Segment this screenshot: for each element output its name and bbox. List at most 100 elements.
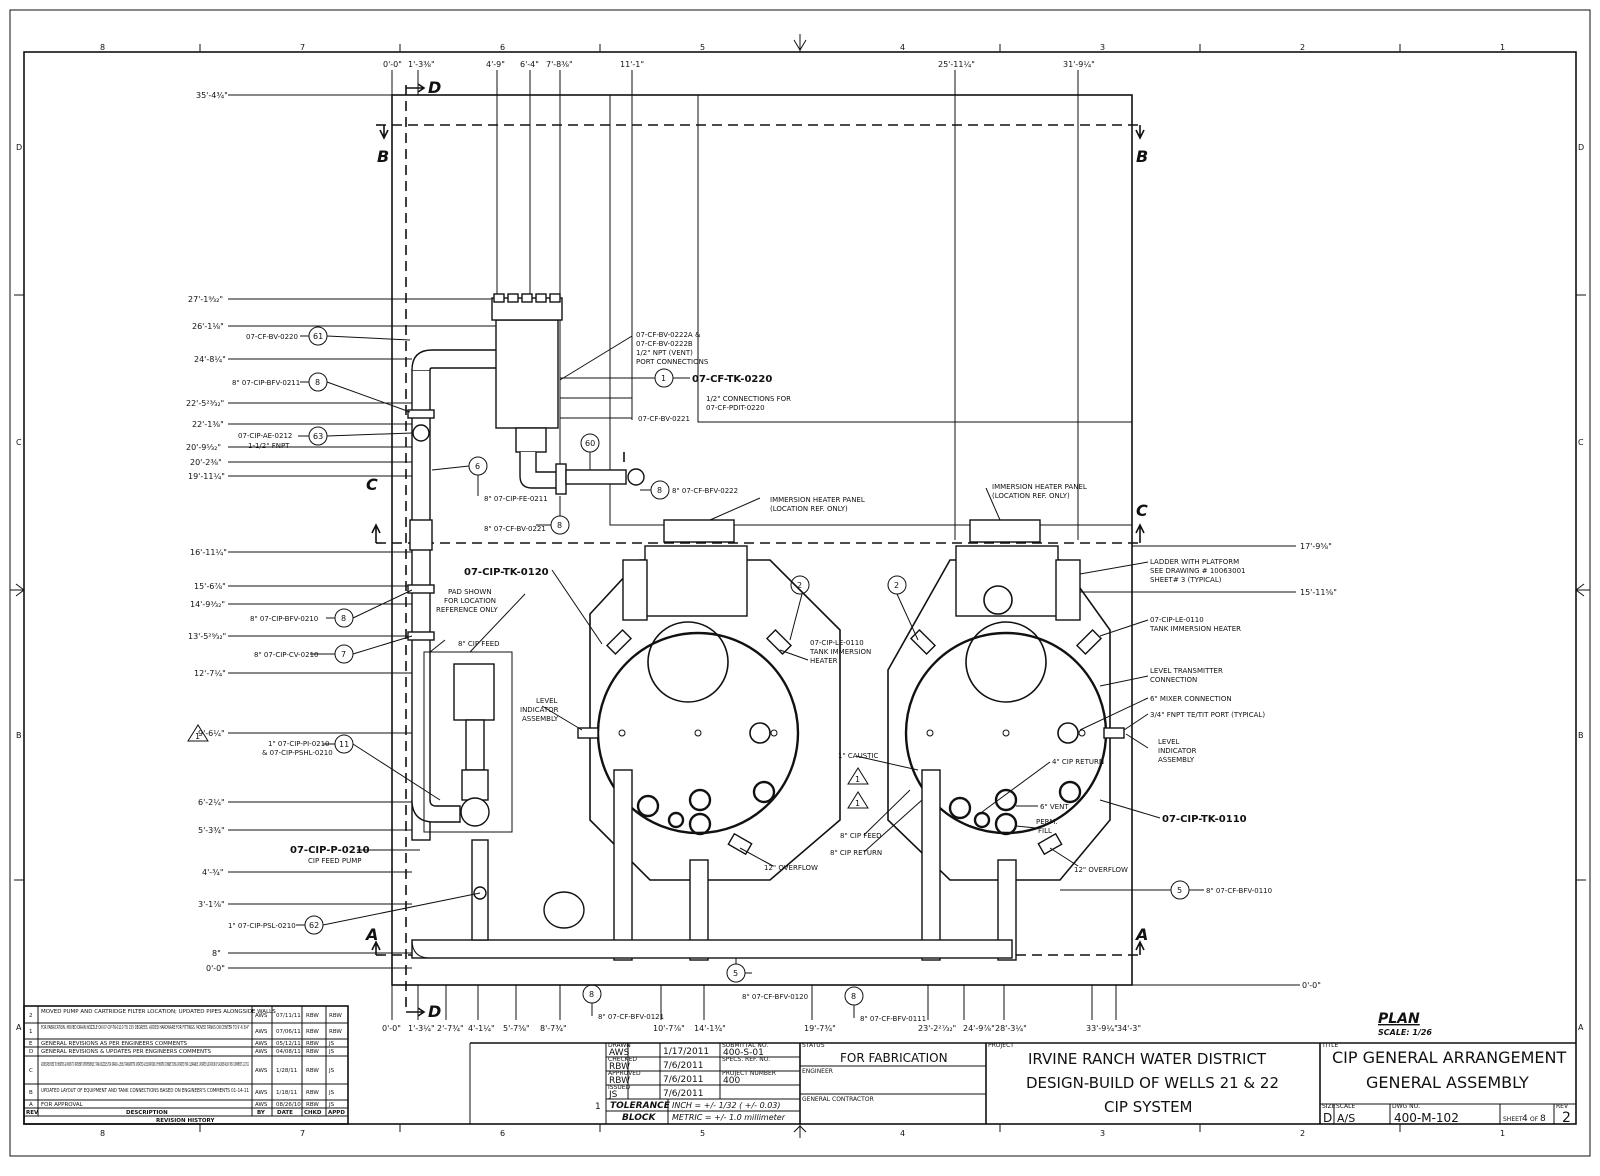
callout: 8" 07-CF-BFV-0121 (598, 1013, 664, 1021)
dim-left: 15'-6⅞" (194, 582, 226, 591)
section-d-top: D (428, 78, 441, 97)
callout: (LOCATION REF. ONLY) (770, 505, 848, 513)
tb-label: PROJECT NUMBER (722, 1070, 776, 1077)
rev-id: C (29, 1068, 33, 1074)
dim-top: 11'-1" (620, 60, 644, 69)
callout-tag: 07-CIP-P-0210 (290, 845, 370, 856)
dim-left: 35'-4¾" (196, 91, 228, 100)
grid-col: 7 (300, 43, 305, 52)
balloon: 5 (733, 969, 738, 978)
dim-left: 4'-¾" (202, 868, 224, 877)
dim-left: 6'-2¼" (198, 798, 225, 807)
callout-tag: 07-CF-TK-0220 (692, 374, 772, 385)
dim-left: 20'-2⅜" (190, 458, 222, 467)
dim-top: 25'-11¼" (938, 60, 975, 69)
callout: & 07-CIP-PSHL-0210 (262, 749, 333, 757)
tb-issued-date: 7/6/2011 (663, 1089, 703, 1099)
dim-bottom: 2'-7¾" (437, 1024, 464, 1033)
dim-bottom: 23'-2²⁷⁄₃₂" (918, 1024, 956, 1033)
tb-dwg-no: 400-M-102 (1394, 1111, 1459, 1125)
grid-col: 5 (700, 43, 705, 52)
dim-bottom: 10'-7⅞" (653, 1024, 685, 1033)
callout: IMMERSION HEATER PANEL (770, 496, 865, 504)
callout: 07-CF-BV-0222A & (636, 331, 701, 339)
dim-bottom: 4'-1¼" (468, 1024, 495, 1033)
rev-header: APPD (328, 1110, 345, 1116)
rev-appd: RBW (329, 1029, 342, 1035)
dim-top: 1'-3⅜" (408, 60, 435, 69)
tb-metric: METRIC = +/- 1.0 millimeter (672, 1113, 786, 1122)
dim-left: 3'-1⅞" (198, 900, 225, 909)
tb-label: SCALE (1336, 1103, 1355, 1110)
callout: TANK IMMERSION HEATER (1149, 625, 1241, 633)
rev-appd: JS (328, 1090, 335, 1096)
callout: 8" 07-CF-BV-0221 (484, 525, 546, 533)
callout: 8" 07-CIP-CV-0210 (254, 651, 318, 659)
tb-label: TITLE (1321, 1042, 1338, 1049)
grid-row: D (1578, 143, 1584, 152)
balloon: 2 (797, 581, 802, 590)
rev-row: B UPDATED LAYOUT OF EQUIPMENT AND TANK C… (29, 1088, 335, 1096)
dim-bottom: 33'-9¼" (1086, 1024, 1118, 1033)
tb-label: SUBMITTAL NO. (722, 1042, 768, 1049)
callout: PORT CONNECTIONS (636, 358, 709, 366)
dim-bottom: 1'-3¼" (408, 1024, 435, 1033)
revision-table: 2 MOVED PUMP AND CARTRIDGE FILTER LOCATI… (23, 1005, 349, 1125)
callout: 8" 07-CIP-BFV-0211 (232, 379, 300, 387)
rev-appd: RBW (329, 1013, 342, 1019)
callout: LEVEL (1158, 738, 1180, 746)
callout: ASSEMBLY (522, 715, 559, 723)
rev-header: REV (26, 1110, 39, 1116)
grid-col: 3 (1100, 43, 1105, 52)
grid-row: A (16, 1023, 22, 1032)
top-dimensions: 0'-0" 1'-3⅜" 4'-9" 6'-4" 7'-8⅜" 11'-1" 2… (383, 60, 1095, 540)
callout: SEE DRAWING # 10063001 (1150, 567, 1245, 575)
section-a-right: A (1134, 925, 1148, 944)
tb-status: FOR FABRICATION (840, 1051, 948, 1065)
callout: 8" 07-CF-BFV-0222 (672, 487, 738, 495)
tb-approved-by: RBW (609, 1076, 630, 1086)
dim-top: 4'-9" (486, 60, 505, 69)
rev-desc: FOR FABRICATION. MOVED DRAIN NOZZLE ON 0… (41, 1025, 249, 1031)
tb-label: DRAWN (608, 1042, 631, 1049)
tb-tolerance-block: BLOCK (622, 1113, 657, 1123)
callout: 07-CIP-LE-0110 (1150, 616, 1204, 624)
rev-date: 07/11/11 (276, 1013, 301, 1019)
balloon: 7 (341, 650, 346, 659)
dim-right: 0'-0" (1302, 981, 1321, 990)
grid-col: 4 (900, 1129, 905, 1138)
section-b-right: B (1136, 147, 1148, 166)
tb-label: DWG NO. (1392, 1103, 1420, 1110)
balloon: 60 (585, 439, 595, 448)
callout: ASSEMBLY (1158, 756, 1195, 764)
dim-top: 0'-0" (383, 60, 402, 69)
grid-row: D (16, 143, 22, 152)
callout: 6" MIXER CONNECTION (1150, 695, 1232, 703)
callout: CIP FEED PUMP (308, 857, 362, 865)
tb-submittal: 400-S-01 (723, 1048, 764, 1058)
balloon: 8 (657, 486, 662, 495)
callout: HEATER (810, 657, 838, 665)
grid-col: 2 (1300, 1129, 1305, 1138)
dim-bottom: 28'-3¼" (995, 1024, 1027, 1033)
grid-col: 4 (900, 43, 905, 52)
tb-sheet-lbl: SHEET (1503, 1116, 1523, 1123)
dim-bottom: 19'-7¾" (804, 1024, 836, 1033)
grid-row: C (1578, 438, 1584, 447)
rev-appd: JS (328, 1102, 335, 1108)
rev-desc: MOVED PUMP AND CARTRIDGE FILTER LOCATION… (41, 1009, 276, 1015)
callout: 12" OVERFLOW (764, 864, 818, 872)
balloon: 8 (557, 521, 562, 530)
dim-bottom: 8'-7¾" (540, 1024, 567, 1033)
rev-id: 2 (29, 1013, 33, 1019)
rev-date: 1/28/11 (276, 1068, 297, 1074)
balloon: 11 (339, 740, 349, 749)
tb-client-1: IRVINE RANCH WATER DISTRICT (1028, 1050, 1267, 1068)
dim-bottom: 14'-1¾" (694, 1024, 726, 1033)
balloon: 1 (661, 374, 666, 383)
grid-col: 5 (700, 1129, 705, 1138)
rev-row: A FOR APPROVAL AWS 08/26/10 RBW JS (29, 1102, 335, 1108)
tb-sheets: 8 (1540, 1114, 1546, 1124)
rev-id: A (29, 1102, 33, 1108)
tb-checked-by: RBW (609, 1062, 630, 1072)
